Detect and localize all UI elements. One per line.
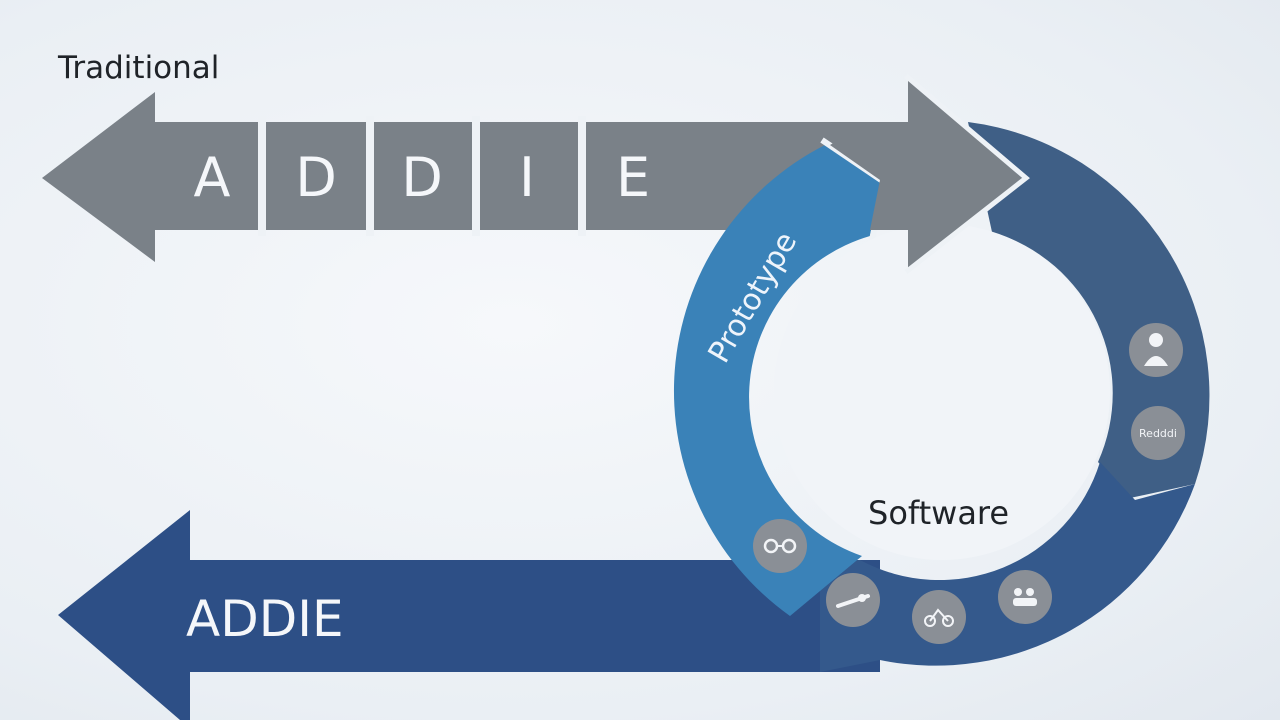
letter-divider	[578, 116, 586, 236]
bicycle-icon	[912, 590, 966, 644]
bottom-addie-label: ADDIE	[186, 590, 344, 648]
letter-divider	[258, 116, 266, 236]
addie-letter-i: I	[519, 146, 535, 209]
person-icon	[1129, 323, 1183, 377]
addie-letter-d2: D	[401, 146, 443, 209]
bottom-addie-arrow	[58, 510, 880, 720]
ring-blue-segment	[673, 145, 880, 616]
eyeglasses-icon	[753, 519, 807, 573]
arrowhead-outline	[904, 74, 1030, 274]
tools-icon	[826, 573, 880, 627]
addie-letter-a: A	[194, 146, 231, 209]
group-icon	[998, 570, 1052, 624]
letter-divider	[472, 116, 480, 236]
software-label: Software	[868, 494, 1009, 532]
title-traditional: Traditional	[57, 50, 219, 86]
gray-arrowhead-overlay	[830, 78, 1022, 268]
badge-icon: Redddi	[1131, 406, 1185, 460]
addie-letter-d1: D	[295, 146, 337, 209]
badge-icon-label: Redddi	[1139, 427, 1177, 440]
ring-dark-segment	[968, 122, 1210, 498]
ring-inner-hole	[774, 224, 1110, 560]
addie-letter-e: E	[616, 146, 650, 209]
letter-divider	[366, 116, 374, 236]
